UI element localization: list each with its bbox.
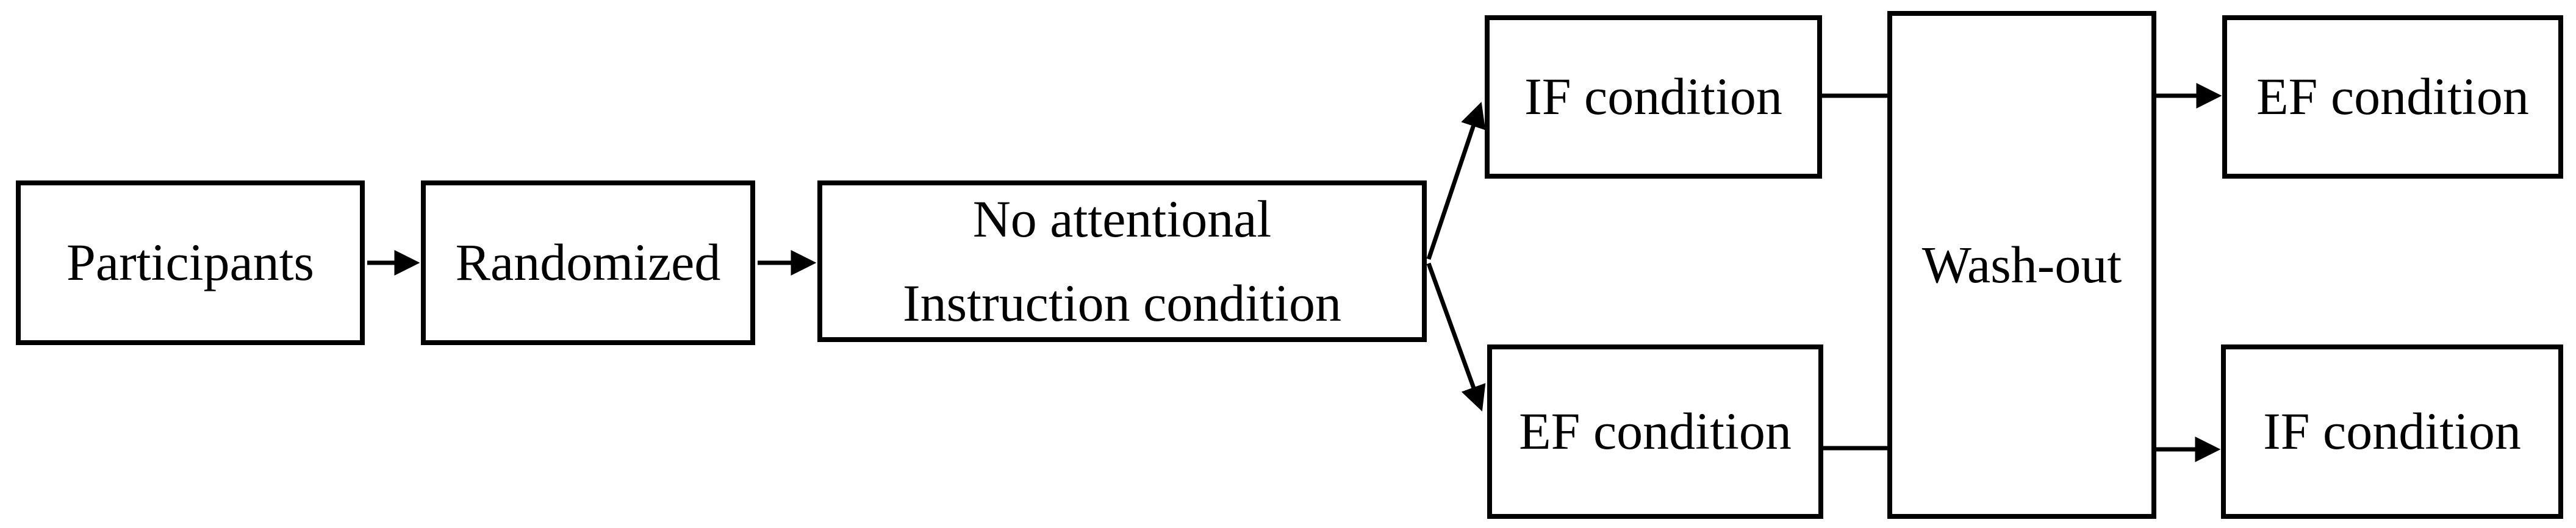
node-no-attentional-instruction-condition: No attentional Instruction condition bbox=[817, 180, 1427, 342]
node-ef-condition-first-label: EF condition bbox=[1519, 402, 1792, 461]
node-participants-label: Participants bbox=[66, 233, 315, 292]
node-if-condition-first-label: IF condition bbox=[1524, 67, 1782, 126]
node-if-condition-second: IF condition bbox=[2221, 344, 2563, 519]
node-wash-out: Wash-out bbox=[1887, 11, 2156, 519]
arrow-no-attentional-to-if-first bbox=[1426, 102, 1486, 260]
arrow-no-attentional-to-ef-first bbox=[1426, 262, 1486, 412]
node-if-condition-first: IF condition bbox=[1485, 15, 1822, 179]
node-randomized: Randomized bbox=[421, 180, 755, 345]
node-ef-condition-second-label: EF condition bbox=[2256, 67, 2529, 126]
node-if-condition-second-label: IF condition bbox=[2263, 402, 2521, 461]
node-randomized-label: Randomized bbox=[455, 233, 721, 292]
node-wash-out-label: Wash-out bbox=[1921, 235, 2122, 294]
node-participants: Participants bbox=[16, 180, 365, 345]
node-ef-condition-second: EF condition bbox=[2222, 15, 2563, 179]
node-no-attentional-label: No attentional Instruction condition bbox=[903, 189, 1341, 332]
node-ef-condition-first: EF condition bbox=[1487, 344, 1823, 519]
